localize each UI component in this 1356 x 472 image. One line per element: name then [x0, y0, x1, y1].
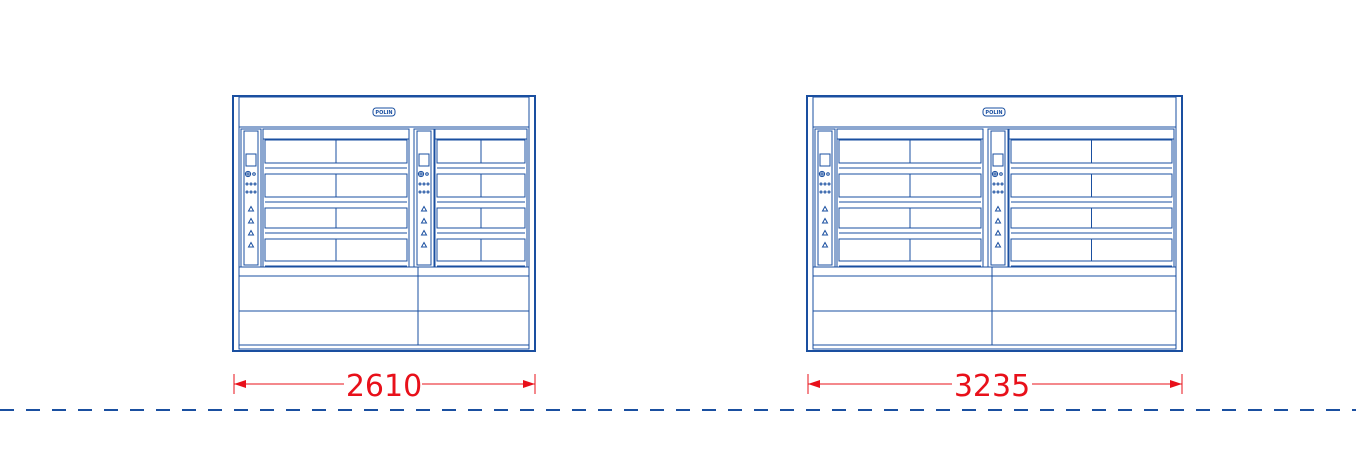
oven-right-frame	[806, 95, 1183, 352]
oven-right-left-dial	[818, 170, 826, 178]
oven-left-width-label: 2610	[346, 369, 422, 404]
oven-left-dimension: 2610	[233, 369, 536, 404]
oven-right-right-indicator	[994, 217, 1002, 224]
oven-left-left-indicator	[247, 217, 255, 224]
oven-right-right-indicator	[994, 205, 1002, 212]
oven-left-logo: POLIN	[372, 107, 396, 117]
oven-left-left-button	[252, 172, 256, 176]
oven-left-right-indicator	[420, 241, 428, 248]
oven-right-left-display	[819, 153, 831, 167]
oven-right-body	[806, 95, 1183, 352]
oven-right-right-button	[1000, 182, 1004, 186]
oven-left-right-button	[422, 190, 426, 194]
oven-right-right-button	[992, 190, 996, 194]
oven-left-inner-frame	[238, 96, 530, 350]
oven-right-left-indicator	[821, 205, 829, 212]
oven-right-left-dial-center	[820, 172, 824, 176]
oven-right-inner-frame	[812, 96, 1177, 350]
oven-right-left-button	[827, 182, 831, 186]
oven-left-left-dial-center	[246, 172, 250, 176]
oven-right-logo: POLIN	[982, 107, 1006, 117]
oven-left-right-display	[418, 153, 430, 167]
oven-left-frame	[232, 95, 536, 352]
oven-left-right-button	[425, 172, 429, 176]
oven-left-right-button	[426, 182, 430, 186]
oven-right-right-indicator	[994, 229, 1002, 236]
oven-right-left-indicator	[821, 241, 829, 248]
oven-right-left-button	[823, 182, 827, 186]
oven-left-right-indicator	[420, 229, 428, 236]
oven-right-logo-text: POLIN	[985, 110, 1002, 116]
oven-left-right-button	[418, 190, 422, 194]
oven-left-left-button	[245, 190, 249, 194]
oven-left-right-indicator	[420, 217, 428, 224]
oven-left-left-indicator	[247, 229, 255, 236]
oven-left: POLIN 2610	[232, 95, 536, 404]
oven-right-right-dial-center	[993, 172, 997, 176]
oven-right-left-indicator	[821, 229, 829, 236]
oven-right-left-button	[819, 182, 823, 186]
oven-left-left-button	[249, 182, 253, 186]
oven-left-right-indicator	[420, 205, 428, 212]
oven-right-right-control-panel	[990, 130, 1006, 266]
oven-right-left-indicator	[821, 217, 829, 224]
oven-left-body	[232, 95, 536, 352]
oven-right-right-display	[992, 153, 1004, 167]
oven-right-left-button	[819, 190, 823, 194]
oven-left-left-indicator	[247, 205, 255, 212]
oven-left-right-button	[418, 182, 422, 186]
oven-left-left-indicator	[247, 241, 255, 248]
oven-right-left-control-panel	[817, 130, 833, 266]
oven-right: POLIN 3235	[806, 95, 1183, 404]
oven-left-left-control-panel	[243, 130, 259, 266]
oven-left-right-button	[422, 182, 426, 186]
oven-right-right-button	[996, 190, 1000, 194]
oven-left-right-dial	[417, 170, 425, 178]
oven-right-left-button	[826, 172, 830, 176]
oven-left-right-dial-center	[419, 172, 423, 176]
oven-left-left-display	[245, 153, 257, 167]
oven-left-left-button	[253, 182, 257, 186]
oven-right-left-button	[823, 190, 827, 194]
oven-left-left-button	[253, 190, 257, 194]
oven-right-right-button	[999, 172, 1003, 176]
oven-left-left-button	[245, 182, 249, 186]
oven-right-right-button	[1000, 190, 1004, 194]
oven-left-left-dial	[244, 170, 252, 178]
oven-right-right-indicator	[994, 241, 1002, 248]
oven-left-right-button	[426, 190, 430, 194]
oven-right-right-button	[996, 182, 1000, 186]
oven-right-width-label: 3235	[954, 369, 1030, 404]
oven-right-left-button	[827, 190, 831, 194]
oven-right-right-dial	[991, 170, 999, 178]
oven-right-dimension: 3235	[807, 369, 1183, 404]
oven-right-right-button	[992, 182, 996, 186]
oven-left-logo-text: POLIN	[375, 110, 392, 116]
oven-left-left-button	[249, 190, 253, 194]
oven-left-right-control-panel	[416, 130, 432, 266]
